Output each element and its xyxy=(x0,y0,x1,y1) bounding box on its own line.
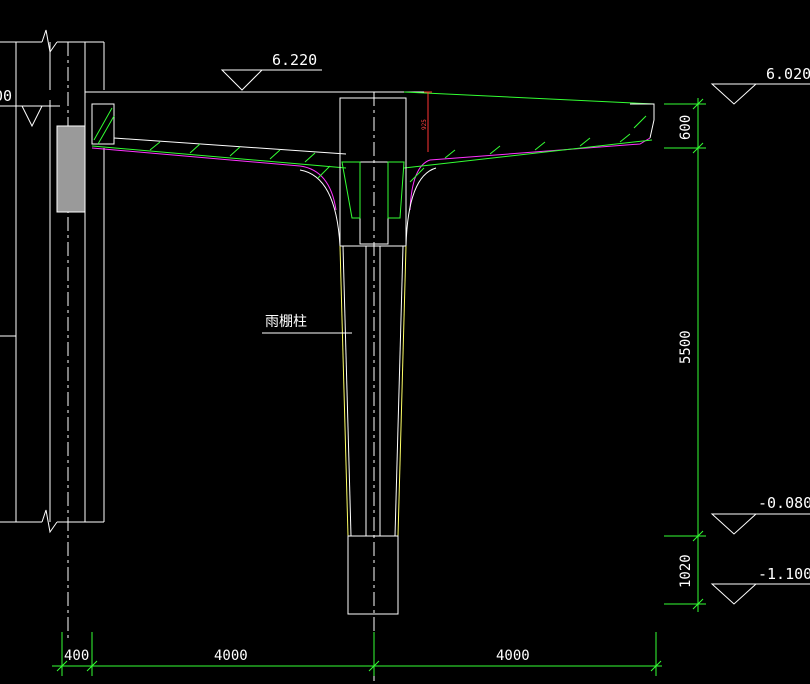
slab-hatching xyxy=(149,115,647,183)
elevation-marker-bottom: -1.100 xyxy=(710,565,810,605)
elevation-label-ground: -0.080 xyxy=(758,494,810,512)
elevation-label-bottom: -1.100 xyxy=(758,565,810,583)
column-label-text: 雨棚柱 xyxy=(265,314,307,330)
slab-thickness-note-label: 925 xyxy=(421,119,428,130)
dim-left-span: 4000 xyxy=(214,648,248,664)
vertical-dimension-chain: 600 5500 1020 xyxy=(664,98,706,612)
slab-thickness-note: 925 xyxy=(421,91,432,152)
dim-right-span: 4000 xyxy=(496,648,530,664)
canopy-slab xyxy=(91,91,655,247)
dim-column-height: 5500 xyxy=(678,330,694,364)
dim-wall-width: 400 xyxy=(64,648,89,664)
column-label: 雨棚柱 xyxy=(262,314,352,334)
brick-infill xyxy=(56,125,86,213)
elevation-marker-top-left: 6.220 xyxy=(85,51,428,93)
elevation-marker-top-right: 6.020 xyxy=(710,65,810,105)
dim-slab-height: 600 xyxy=(678,115,694,140)
column xyxy=(339,92,407,684)
elevation-label-left-partial: 00 xyxy=(0,87,12,105)
dim-footing-height: 1020 xyxy=(678,554,694,588)
elevation-marker-ground: -0.080 xyxy=(710,494,810,535)
elevation-label-top-right: 6.020 xyxy=(766,65,810,83)
elevation-label-top-left: 6.220 xyxy=(272,51,317,69)
left-wall xyxy=(0,29,105,640)
horizontal-dimension-chain: 400 4000 4000 xyxy=(52,632,662,676)
